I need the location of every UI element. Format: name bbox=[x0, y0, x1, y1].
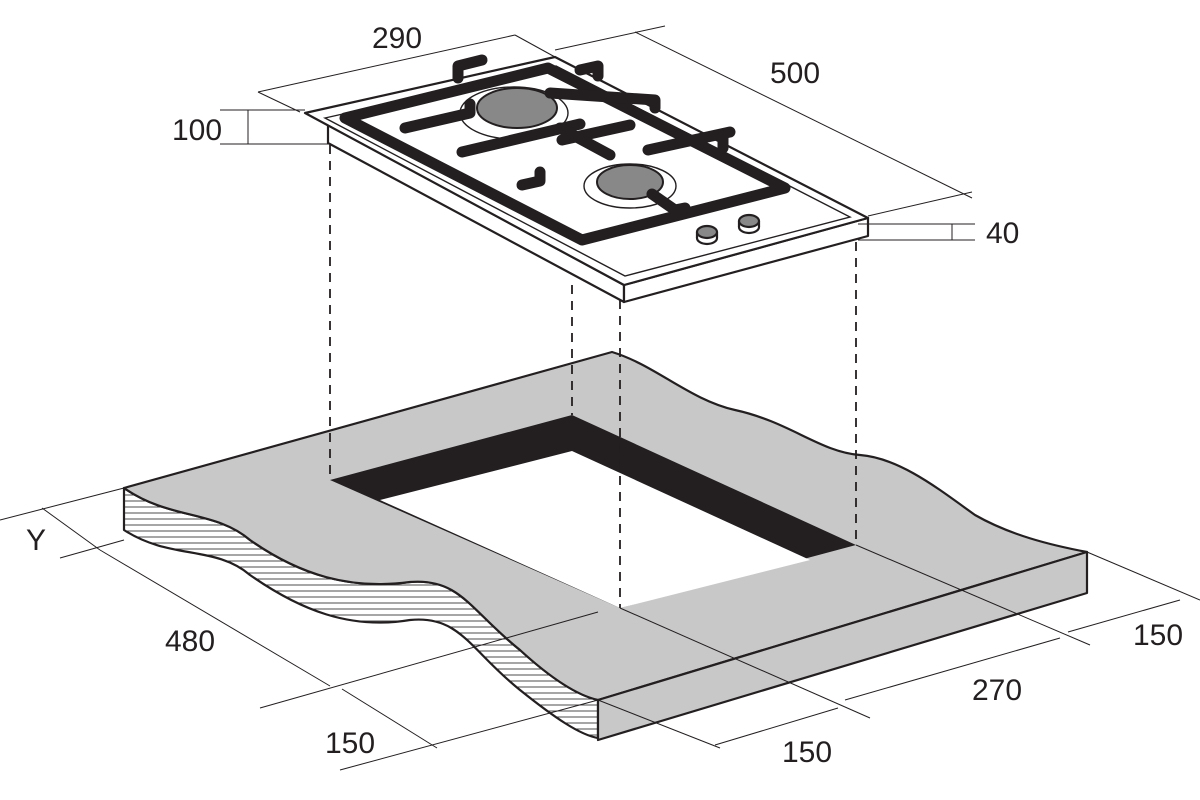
burner-back-cap bbox=[476, 87, 558, 129]
dim-right-height: 40 bbox=[986, 217, 1019, 250]
dimension-lines bbox=[0, 25, 1200, 771]
dim-right-front: 150 bbox=[1133, 619, 1183, 652]
worktop bbox=[122, 350, 1089, 742]
dim-front-left: 150 bbox=[325, 727, 375, 760]
dim-width-top: 290 bbox=[372, 22, 422, 55]
dimension-labels: 290 500 100 40 Y 480 150 150 270 150 bbox=[26, 22, 1183, 769]
dim-front-mid: 150 bbox=[782, 736, 832, 769]
control-knobs bbox=[695, 213, 761, 246]
burner-front-cap bbox=[596, 164, 664, 200]
hob bbox=[303, 54, 870, 304]
worktop-front-edge bbox=[596, 550, 1089, 742]
dim-right-width: 270 bbox=[972, 674, 1022, 707]
dim-depth-top: 500 bbox=[770, 57, 820, 90]
pan-support-grate bbox=[339, 54, 791, 246]
dim-depth-cut: 480 bbox=[165, 625, 215, 658]
dim-cut-y: Y bbox=[26, 524, 46, 557]
projection-lines bbox=[329, 145, 857, 608]
cutout-hole bbox=[380, 451, 810, 608]
dim-left-height: 100 bbox=[172, 114, 222, 147]
